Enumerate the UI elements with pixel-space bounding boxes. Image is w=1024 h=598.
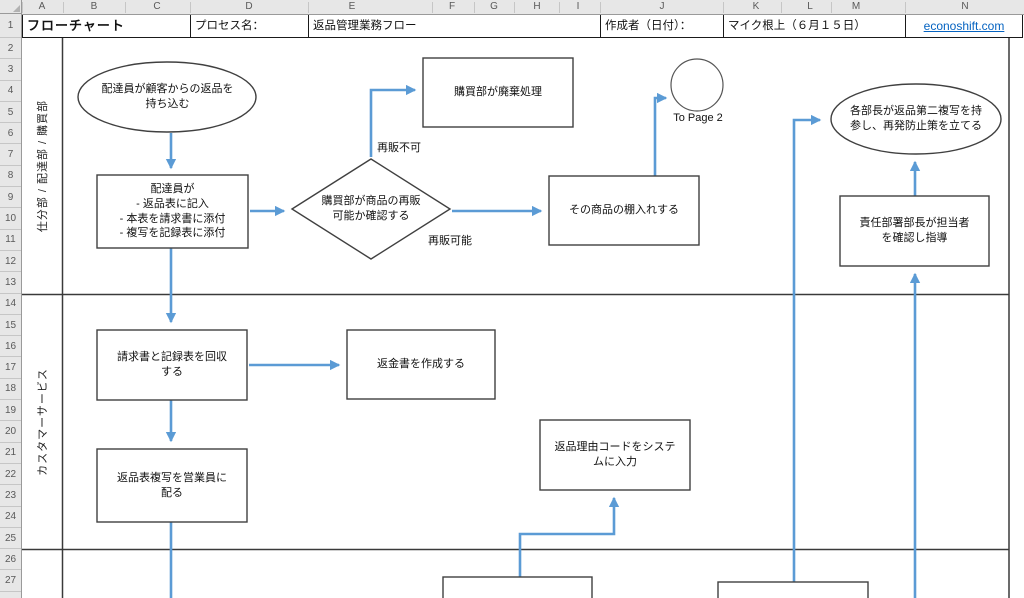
reason-code-box[interactable]	[539, 419, 691, 491]
column-separator	[308, 2, 309, 13]
row-header-17[interactable]: 17	[0, 358, 21, 379]
column-separator	[432, 2, 433, 13]
author-label-cell[interactable]: 作成者（日付）：	[601, 15, 724, 37]
column-header-I[interactable]: I	[576, 1, 580, 12]
column-header-G[interactable]: G	[490, 1, 498, 12]
column-header-F[interactable]: F	[448, 1, 456, 12]
connector-bottom-to-managers[interactable]	[792, 114, 822, 582]
column-header-L[interactable]: L	[807, 1, 813, 12]
column-separator	[63, 2, 64, 13]
bottom-box-1[interactable]	[442, 576, 593, 598]
column-header-E[interactable]: E	[348, 1, 356, 12]
title-row: フローチャート プロセス名： 返品管理業務フロー 作成者（日付）： マイク根上（…	[22, 14, 1023, 38]
row-header-7[interactable]: 7	[0, 145, 21, 166]
lane-label-customer-service: カスタマーサービス	[37, 368, 49, 476]
row-header-10[interactable]: 10	[0, 208, 21, 230]
select-all-corner[interactable]	[0, 0, 22, 14]
row-header-22[interactable]: 22	[0, 464, 21, 486]
row-header-9[interactable]: 9	[0, 187, 21, 209]
row-header-11[interactable]: 11	[0, 230, 21, 251]
connector-shelve-to-page2[interactable]	[653, 92, 668, 176]
row-header-13[interactable]: 13	[0, 272, 21, 294]
connector-bottom-to-reason-code[interactable]	[518, 496, 620, 577]
row-header-27[interactable]: 27	[0, 571, 21, 592]
column-separator	[559, 2, 560, 13]
column-separator	[125, 2, 126, 13]
row-header-1[interactable]: 1	[0, 14, 21, 38]
row-header-3[interactable]: 3	[0, 59, 21, 81]
column-header-M[interactable]: M	[851, 1, 861, 12]
row-header-26[interactable]: 26	[0, 549, 21, 571]
lane-label-sorting-delivery-purchasing: 仕分部 / 配達部 / 購買部	[37, 99, 49, 233]
row-header-2[interactable]: 2	[0, 38, 21, 60]
row-header-24[interactable]: 24	[0, 507, 21, 528]
row-header-5[interactable]: 5	[0, 102, 21, 124]
column-header-J[interactable]: J	[659, 1, 665, 12]
refund-box[interactable]	[346, 329, 496, 400]
tasks-box[interactable]	[96, 174, 249, 249]
row-header-12[interactable]: 12	[0, 251, 21, 273]
column-separator	[190, 2, 191, 13]
swimlane-frame	[22, 38, 1010, 598]
disposal-box[interactable]	[422, 57, 574, 128]
to-page2-circle[interactable]	[670, 58, 724, 112]
process-name-cell[interactable]: 返品管理業務フロー	[309, 15, 601, 37]
column-separator	[474, 2, 475, 13]
start-ellipse[interactable]	[77, 61, 257, 133]
column-separator	[905, 2, 906, 13]
row-header-25[interactable]: 25	[0, 528, 21, 550]
row-header-4[interactable]: 4	[0, 81, 21, 102]
decision-diamond[interactable]	[290, 158, 452, 260]
row-header-20[interactable]: 20	[0, 421, 21, 443]
column-separator	[723, 2, 724, 13]
row-header-16[interactable]: 16	[0, 336, 21, 358]
column-separator	[514, 2, 515, 13]
econoshift-link[interactable]: econoshift.com	[923, 19, 1005, 33]
column-header-B[interactable]: B	[90, 1, 98, 12]
column-separator	[600, 2, 601, 13]
column-header-bar: A B C D E F G H I J K L M N	[0, 0, 1024, 15]
connector-decision-to-disposal[interactable]	[369, 84, 417, 157]
row-header-6[interactable]: 6	[0, 123, 21, 145]
chief-box[interactable]	[839, 195, 990, 267]
site-link-cell: econoshift.com	[906, 15, 1022, 37]
column-header-N[interactable]: N	[961, 1, 969, 12]
column-separator	[781, 2, 782, 13]
row-header-21[interactable]: 21	[0, 443, 21, 464]
bottom-box-2[interactable]	[717, 581, 869, 598]
managers-ellipse[interactable]	[830, 83, 1002, 155]
shelve-box[interactable]	[548, 175, 700, 246]
sheet-title-cell[interactable]: フローチャート	[23, 15, 191, 37]
row-header-18[interactable]: 18	[0, 379, 21, 401]
row-header-8[interactable]: 8	[0, 166, 21, 188]
row-header-19[interactable]: 19	[0, 400, 21, 422]
column-header-A[interactable]: A	[38, 1, 46, 12]
column-separator	[831, 2, 832, 13]
column-header-K[interactable]: K	[752, 1, 760, 12]
column-separator	[22, 2, 23, 13]
process-label-cell[interactable]: プロセス名：	[191, 15, 309, 37]
author-value-cell[interactable]: マイク根上（６月１５日）	[724, 15, 906, 37]
collect-box[interactable]	[96, 329, 248, 401]
distribute-box[interactable]	[96, 448, 248, 523]
row-header-15[interactable]: 15	[0, 315, 21, 337]
column-header-D[interactable]: D	[245, 1, 253, 12]
row-header-14[interactable]: 14	[0, 294, 21, 315]
row-header-23[interactable]: 23	[0, 485, 21, 507]
column-header-C[interactable]: C	[153, 1, 161, 12]
column-header-H[interactable]: H	[533, 1, 541, 12]
